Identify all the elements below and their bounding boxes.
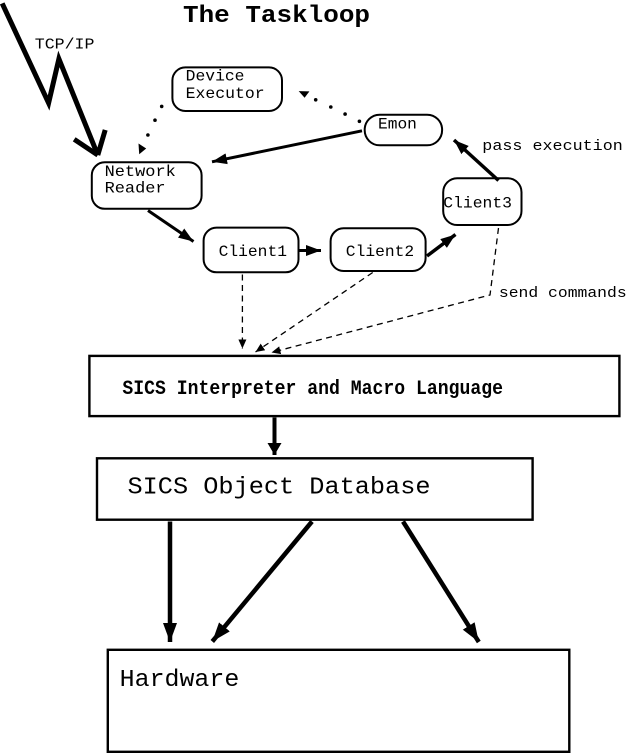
svg-text:SICS Interpreter and Macro Lan: SICS Interpreter and Macro Language <box>122 378 503 401</box>
svg-text:Device: Device <box>186 68 245 86</box>
svg-text:send commands: send commands <box>499 285 627 302</box>
svg-text:Client1: Client1 <box>219 243 287 261</box>
svg-text:Client3: Client3 <box>443 195 512 213</box>
svg-text:Network: Network <box>105 163 176 181</box>
svg-text:pass execution: pass execution <box>482 138 623 155</box>
svg-text:Client2: Client2 <box>346 243 414 261</box>
svg-text:Reader: Reader <box>105 179 166 197</box>
svg-text:Executor: Executor <box>186 85 265 103</box>
svg-text:Emon: Emon <box>378 116 417 134</box>
svg-text:Hardware: Hardware <box>120 667 240 694</box>
svg-text:TCP/IP: TCP/IP <box>35 36 95 53</box>
svg-text:The Taskloop: The Taskloop <box>183 3 370 30</box>
svg-text:SICS Object Database: SICS Object Database <box>128 475 431 502</box>
